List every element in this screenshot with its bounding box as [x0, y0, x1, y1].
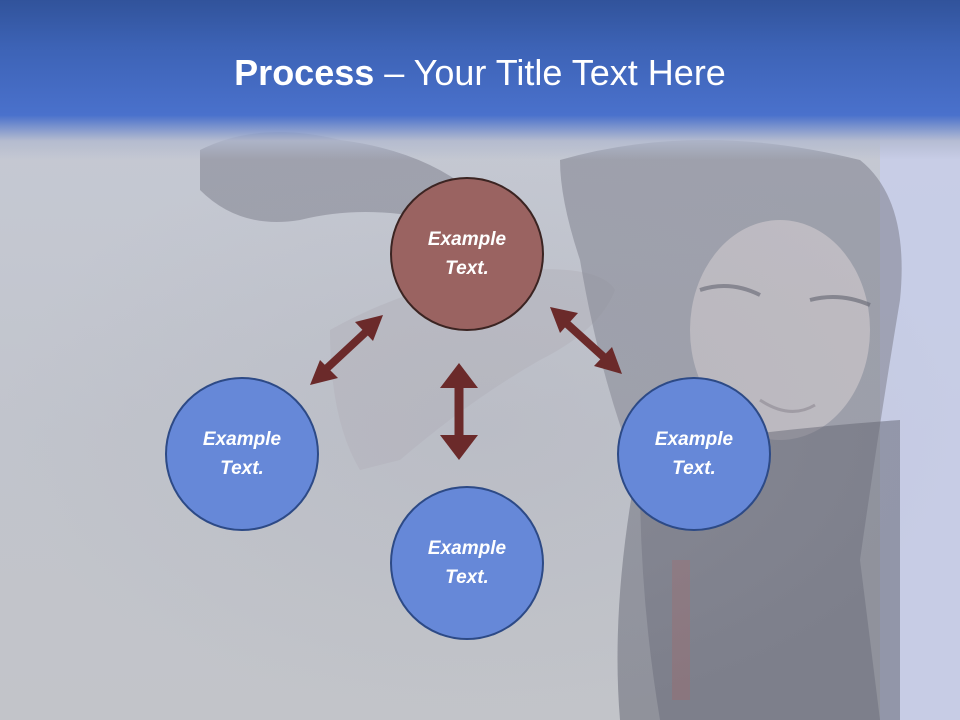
arrow-center-left: [310, 315, 383, 385]
node-center: Example Text.: [390, 177, 544, 331]
node-center-line1: Example: [427, 229, 507, 250]
node-bottom-line2: Text.: [445, 567, 489, 588]
node-bottom: Example Text.: [390, 486, 544, 640]
title-bar: [0, 0, 960, 160]
node-right: Example Text.: [617, 377, 771, 531]
title-bold: Process: [234, 52, 375, 93]
node-bottom-line1: Example: [427, 538, 507, 559]
node-right-line1: Example: [654, 429, 734, 450]
node-left-line2: Text.: [220, 458, 264, 479]
node-left-line1: Example: [202, 429, 282, 450]
node-center-line2: Text.: [445, 258, 489, 279]
slide-title: Process – Your Title Text Here: [0, 52, 960, 94]
node-right-line2: Text.: [672, 458, 716, 479]
title-rest: – Your Title Text Here: [374, 52, 726, 93]
arrow-center-bottom: [440, 363, 478, 460]
arrow-center-right: [550, 307, 622, 374]
node-left: Example Text.: [165, 377, 319, 531]
